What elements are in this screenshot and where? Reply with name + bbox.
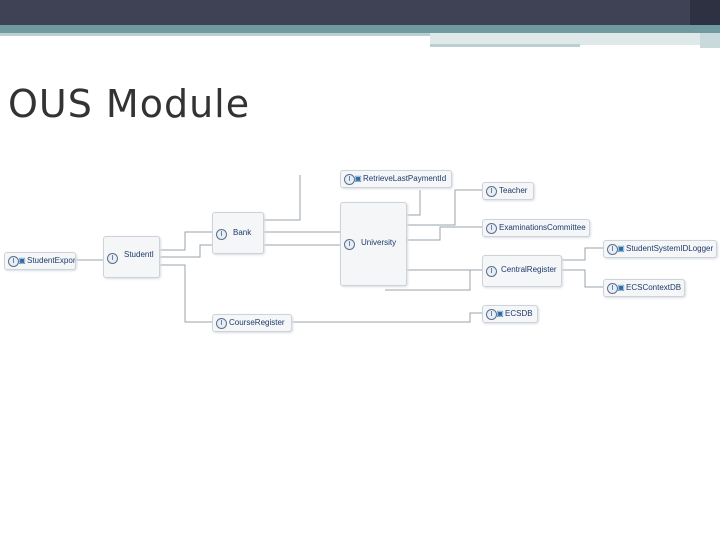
- node-university[interactable]: I University: [340, 202, 407, 286]
- node-student[interactable]: I StudentI: [103, 236, 160, 278]
- node-student-export[interactable]: I ▣ StudentExport: [4, 252, 76, 270]
- node-student-label: StudentI: [124, 250, 154, 259]
- node-bank[interactable]: I Bank: [212, 212, 264, 254]
- node-ecs-context[interactable]: I ▣ ECSContextDB: [603, 279, 685, 297]
- node-teacher[interactable]: I Teacher: [482, 182, 534, 200]
- edge-univ-exam: [405, 226, 482, 241]
- interface-icon: I: [344, 174, 355, 185]
- node-bank-label: Bank: [233, 228, 252, 237]
- component-icon: ▣: [496, 309, 504, 318]
- node-examinations-committee[interactable]: I ExaminationsCommittee: [482, 219, 590, 237]
- interface-icon: I: [8, 256, 19, 267]
- interface-icon: I: [344, 239, 355, 250]
- component-icon: ▣: [18, 256, 26, 265]
- node-student-system[interactable]: I ▣ StudentSystemIDLogger: [603, 240, 717, 258]
- component-icon: ▣: [354, 174, 362, 183]
- interface-icon: I: [607, 244, 618, 255]
- header-stripe-corner: [700, 33, 720, 48]
- node-central-register-label: CentralRegister: [501, 265, 557, 274]
- edge-course-ecsdb: [290, 312, 482, 323]
- edge-central-student-system: [560, 247, 603, 261]
- edge-student-bank: [158, 231, 212, 251]
- component-diagram: I ▣ StudentExport I StudentI I Bank I ▣ …: [0, 160, 720, 340]
- edge-student-university: [158, 244, 340, 258]
- edge-univ-retrieve: [405, 190, 421, 216]
- node-course-register[interactable]: I CourseRegister: [212, 314, 292, 332]
- interface-icon: I: [107, 253, 118, 264]
- interface-icon: I: [486, 223, 497, 234]
- component-icon: ▣: [617, 244, 625, 253]
- edge-univ-central2: [385, 270, 471, 291]
- component-icon: ▣: [617, 283, 625, 292]
- interface-icon: I: [486, 309, 497, 320]
- interface-icon: I: [216, 229, 227, 240]
- interface-icon: I: [216, 318, 227, 329]
- header-bar: [0, 0, 720, 25]
- edge-central-ecs: [560, 269, 603, 288]
- interface-icon: I: [486, 186, 497, 197]
- edge-univ-teacher: [405, 189, 482, 226]
- node-ecsdb[interactable]: I ▣ ECSDB: [482, 305, 538, 323]
- header-stripe-thin: [430, 44, 580, 47]
- slide-title: OUS Module: [8, 82, 251, 126]
- node-retrieve-last-payment[interactable]: I ▣ RetrieveLastPaymentId: [340, 170, 452, 188]
- node-university-label: University: [361, 238, 397, 247]
- edge-student-course: [158, 264, 212, 323]
- node-central-register[interactable]: I CentralRegister: [482, 255, 562, 287]
- interface-icon: I: [607, 283, 618, 294]
- interface-icon: I: [486, 266, 497, 277]
- diagram-connections: [70, 175, 603, 323]
- header-stripe: [0, 25, 720, 33]
- edge-bank-up: [262, 175, 301, 221]
- header-accent: [690, 0, 720, 25]
- header-stripe-pale: [430, 33, 720, 45]
- header-stripe-light: [0, 33, 430, 36]
